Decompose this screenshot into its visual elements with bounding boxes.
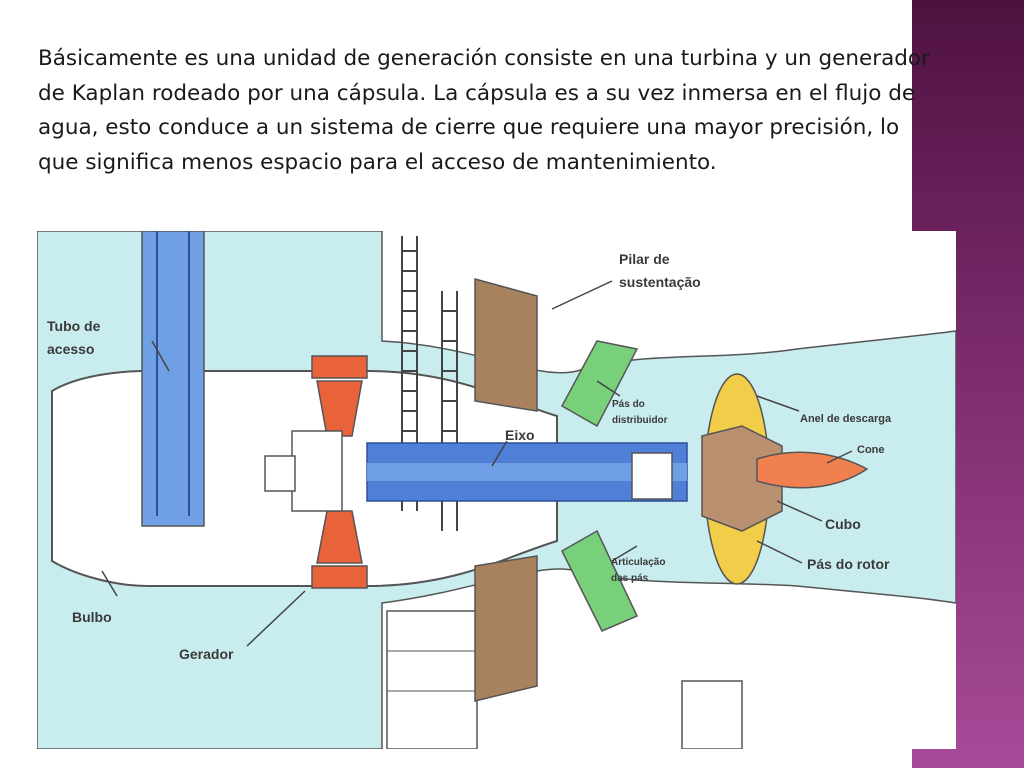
support-pillar-bottom	[474, 555, 538, 702]
generator	[311, 355, 368, 589]
label-anel: Anel de descarga	[800, 413, 892, 425]
label-gerador: Gerador	[179, 646, 234, 662]
access-tube	[141, 231, 205, 527]
label-pas-rotor: Pás do rotor	[807, 556, 890, 572]
cone	[756, 451, 869, 489]
bulb-turbine-diagram: Tubo de acesso Pilar de sustentação Pás …	[37, 231, 956, 749]
label-cubo: Cubo	[825, 516, 861, 532]
label-pilar-1: Pilar de	[619, 251, 670, 267]
label-bulbo: Bulbo	[72, 609, 112, 625]
runner-hub	[701, 425, 783, 532]
label-tubo-acesso-2: acesso	[47, 341, 94, 357]
label-articulacao-2: das pás	[611, 573, 649, 584]
label-articulacao-1: Articulação	[611, 557, 665, 568]
label-pas-distribuidor-2: distribuidor	[612, 415, 668, 426]
label-cone: Cone	[857, 444, 885, 456]
label-pilar-2: sustentação	[619, 274, 701, 290]
slide-paragraph: Básicamente es una unidad de generación …	[38, 46, 930, 175]
label-pas-distribuidor-1: Pás do	[612, 399, 645, 410]
support-pillar-top	[474, 278, 538, 412]
guide-vane-bottom	[561, 529, 639, 632]
label-tubo-acesso-1: Tubo de	[47, 318, 101, 334]
lower-structure	[386, 610, 478, 749]
label-eixo: Eixo	[505, 427, 535, 443]
